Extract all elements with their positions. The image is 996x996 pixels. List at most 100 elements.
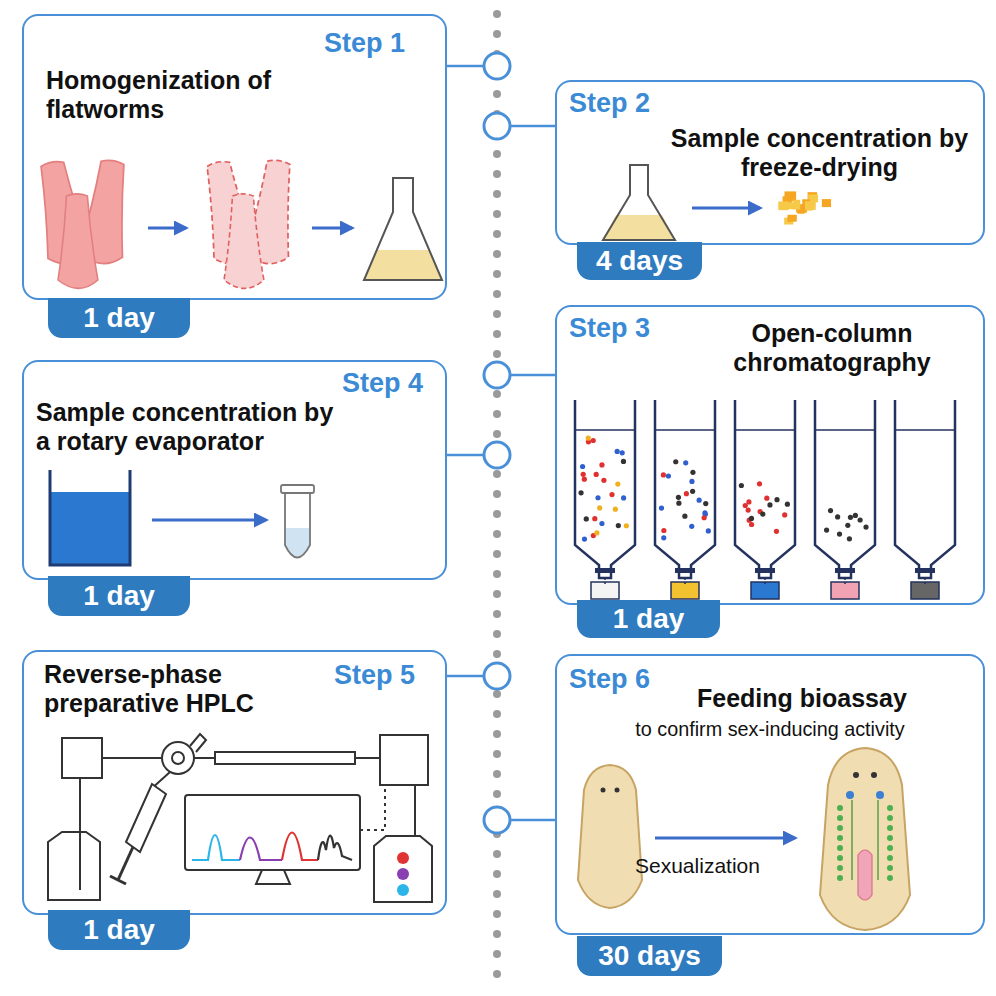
freeze-dried-powder (778, 202, 788, 211)
chromatography-columns (580, 464, 585, 469)
chromatography-columns (764, 578, 766, 584)
flatworms-whole (32, 158, 136, 289)
timeline-dots (493, 650, 501, 658)
chromatography-columns (735, 400, 795, 599)
hplc-system (172, 752, 184, 764)
testes (837, 825, 843, 831)
timeline-dots (493, 630, 501, 638)
chromatography-columns (831, 582, 859, 599)
sexual-planarian (820, 748, 910, 930)
timeline-dots (493, 730, 501, 738)
timeline-dots (493, 790, 501, 798)
chromatography-columns (591, 438, 596, 443)
arrow (655, 837, 795, 840)
timeline-circles (484, 442, 510, 468)
chromatography-columns (706, 528, 711, 533)
chromatography-columns (609, 492, 614, 497)
chromatography-columns (597, 505, 602, 510)
flask (364, 178, 442, 280)
chromatography-columns (835, 514, 840, 519)
timeline-dots (493, 710, 501, 718)
timeline-dots (493, 90, 501, 98)
duration-label: 30 days (598, 940, 701, 973)
chromatography-columns (661, 528, 666, 533)
testes (837, 815, 843, 821)
freeze-dried-powder (778, 191, 831, 224)
arrow (152, 519, 266, 522)
timeline-dots (493, 970, 501, 978)
chromatography-columns (620, 450, 625, 455)
asexual-planarian (578, 765, 642, 908)
chromatography-columns (760, 511, 765, 516)
flatworms-homogenized (198, 158, 302, 289)
testes (887, 855, 893, 861)
chromatography-columns (621, 459, 626, 464)
chromatography-columns (735, 400, 795, 578)
chromatography-columns (684, 578, 686, 584)
timeline-dots (493, 150, 501, 158)
testes (837, 865, 843, 871)
hplc-system (62, 738, 102, 778)
timeline-links (447, 675, 484, 678)
chromatography-columns (595, 568, 615, 573)
chromatography-columns (853, 513, 858, 518)
chromatogram (282, 833, 318, 861)
chromatography-columns (847, 536, 852, 541)
chromatography-columns (595, 495, 600, 500)
chromatography-columns (824, 528, 829, 533)
timeline-dots (493, 570, 501, 578)
chromatography-columns (578, 490, 583, 495)
testes (837, 805, 893, 881)
chromatography-columns (848, 515, 853, 520)
timeline-dots (493, 750, 501, 758)
asexual-planarian (601, 788, 606, 793)
chromatogram (240, 838, 282, 861)
chromatography-columns (785, 502, 790, 507)
collected-fractions (397, 868, 409, 880)
chromatography-columns (739, 483, 744, 488)
step-box: 1 dayStep 5Reverse-phase preparative HPL… (22, 650, 447, 915)
timeline-dots (493, 610, 501, 618)
timeline-circles (484, 807, 510, 833)
duration-tab: 1 day (48, 576, 190, 616)
timeline-links (510, 374, 555, 377)
chromatography-columns (615, 481, 620, 486)
hplc-system (256, 870, 290, 884)
chromatography-columns (782, 512, 787, 517)
chromatography-columns (673, 459, 678, 464)
chromatography-columns (661, 535, 666, 540)
timeline-dots (493, 190, 501, 198)
chromatography-columns (863, 524, 868, 529)
chromatogram (318, 835, 352, 860)
chromatography-columns (666, 473, 671, 478)
chromatography-columns (592, 516, 597, 521)
timeline-dots (493, 330, 501, 338)
timeline-links (447, 454, 484, 457)
chromatography-columns (655, 429, 715, 431)
chromatography-columns (735, 429, 795, 431)
beaker (50, 470, 130, 565)
arrow (692, 207, 760, 210)
timeline-circles (484, 663, 510, 689)
hplc-system (126, 784, 166, 852)
testes (837, 805, 843, 811)
chromatography-columns (676, 501, 681, 506)
chromatography-columns (599, 521, 604, 526)
timeline-links (510, 819, 555, 822)
step-number: Step 4 (342, 368, 423, 400)
step-box: 1 dayStep 3Open-column chromatography (555, 305, 985, 605)
hplc-system (102, 757, 162, 759)
testes (837, 875, 843, 881)
chromatography-columns (690, 489, 695, 494)
step-box: 4 daysStep 2Sample concentration by free… (555, 80, 985, 245)
timeline-dots (493, 910, 501, 918)
timeline-dots (493, 210, 501, 218)
timeline-dots (493, 290, 501, 298)
testes (887, 875, 893, 881)
beaker (50, 470, 130, 565)
chromatogram (192, 835, 240, 860)
chromatography-columns (676, 495, 681, 500)
hplc-system (360, 785, 385, 830)
chromatography-columns (682, 514, 687, 519)
chromatography-columns (582, 536, 587, 541)
